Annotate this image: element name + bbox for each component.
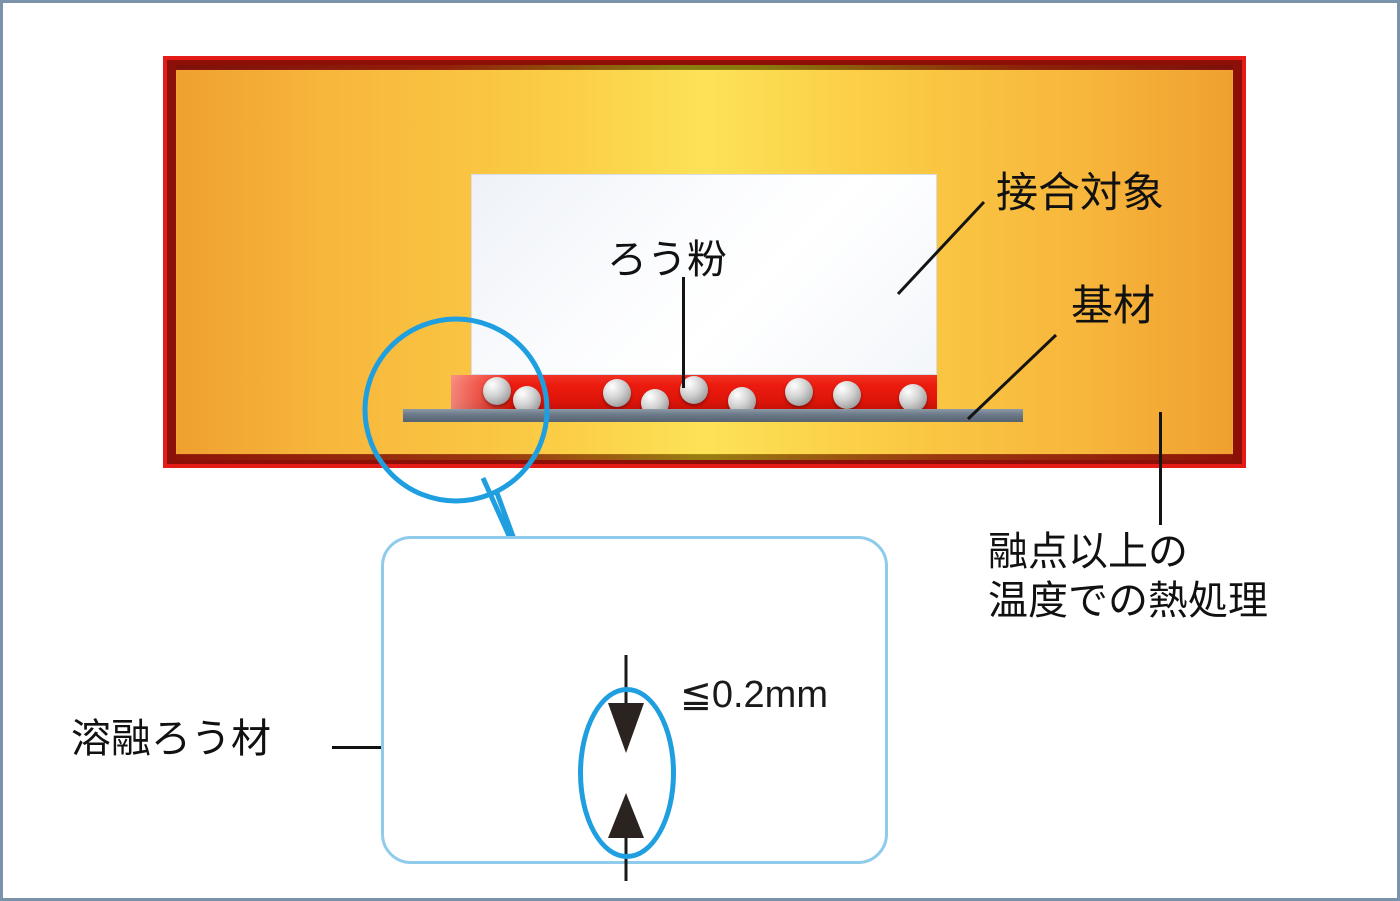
- joining-target-block: [471, 174, 937, 375]
- label-heat-treatment-line2: 温度での熱処理: [988, 577, 1268, 624]
- label-gap-dimension: ≦0.2mm: [680, 674, 828, 716]
- furnace-top-sheen: [176, 65, 1233, 70]
- label-heat-treatment-line1: 融点以上の: [988, 529, 1188, 575]
- label-joining-target: 接合対象: [996, 168, 1165, 217]
- interface-highlight-ellipse: [578, 687, 676, 859]
- braze-particle: [833, 381, 861, 409]
- label-heat-treatment: 融点以上の 温度での熱処理: [988, 528, 1268, 626]
- label-molten-filler: 溶融ろう材: [71, 716, 271, 762]
- label-braze-powder: ろう粉: [607, 237, 727, 283]
- label-base-material: 基材: [1071, 281, 1156, 330]
- leader-line-powder: [682, 277, 685, 388]
- braze-particle: [483, 377, 511, 405]
- braze-particle: [899, 384, 927, 412]
- furnace-bottom-sheen: [176, 454, 1233, 460]
- leader-line-heat-treatment: [1159, 412, 1162, 525]
- braze-powder-layer: [451, 375, 937, 417]
- base-material-bar: [403, 409, 1023, 422]
- braze-particle: [603, 379, 631, 407]
- braze-particle: [785, 378, 813, 406]
